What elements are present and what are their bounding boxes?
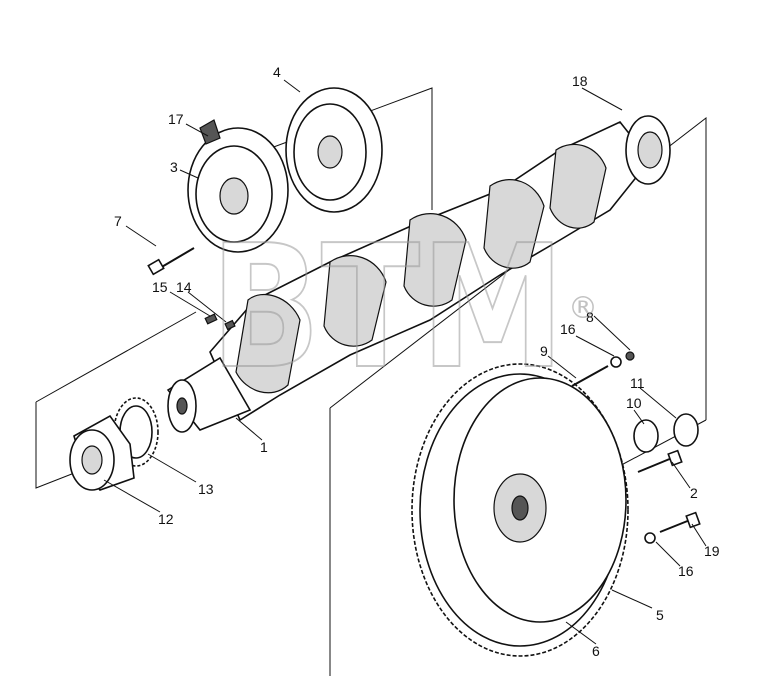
vibration-damper xyxy=(285,87,383,213)
callout-17: 19 xyxy=(704,543,720,559)
callout-1: 1 xyxy=(260,439,268,455)
watermark: BTM ® xyxy=(209,208,598,408)
callout-19: 18 xyxy=(572,73,588,89)
callout-16-top: 16 xyxy=(560,321,576,337)
watermark-registered-mark: ® xyxy=(568,291,598,326)
key-pins xyxy=(204,313,236,331)
callout-4: 4 xyxy=(273,64,281,80)
pulley xyxy=(187,119,289,253)
crankshaft xyxy=(166,115,671,433)
callout-7: 7 xyxy=(114,213,122,229)
callout-2: 2 xyxy=(690,485,698,501)
callout-16-bottom: 16 xyxy=(678,563,694,579)
leader-lines xyxy=(103,79,707,645)
callout-11: 11 xyxy=(630,375,645,391)
callout-12: 12 xyxy=(158,511,174,527)
callout-14: 14 xyxy=(176,279,192,295)
callout-labels: 4 17 3 7 15 14 1 13 12 18 8 16 9 11 10 2… xyxy=(114,64,720,659)
callout-6: 6 xyxy=(592,643,600,659)
callout-3: 3 xyxy=(170,159,178,175)
callout-15: 15 xyxy=(152,279,168,295)
front-hub xyxy=(69,414,135,491)
callout-5: 5 xyxy=(656,607,664,623)
callout-9: 9 xyxy=(540,343,548,359)
assembly-frames xyxy=(35,87,707,676)
callout-10: 10 xyxy=(626,395,642,411)
flywheel xyxy=(411,363,629,657)
callout-8: 8 xyxy=(586,309,594,325)
callout-13: 13 xyxy=(198,481,214,497)
callout-18: 17 xyxy=(168,111,184,127)
pulley-bolt xyxy=(147,247,195,276)
watermark-text: BTM xyxy=(210,209,565,407)
flywheel-hardware xyxy=(571,351,701,544)
